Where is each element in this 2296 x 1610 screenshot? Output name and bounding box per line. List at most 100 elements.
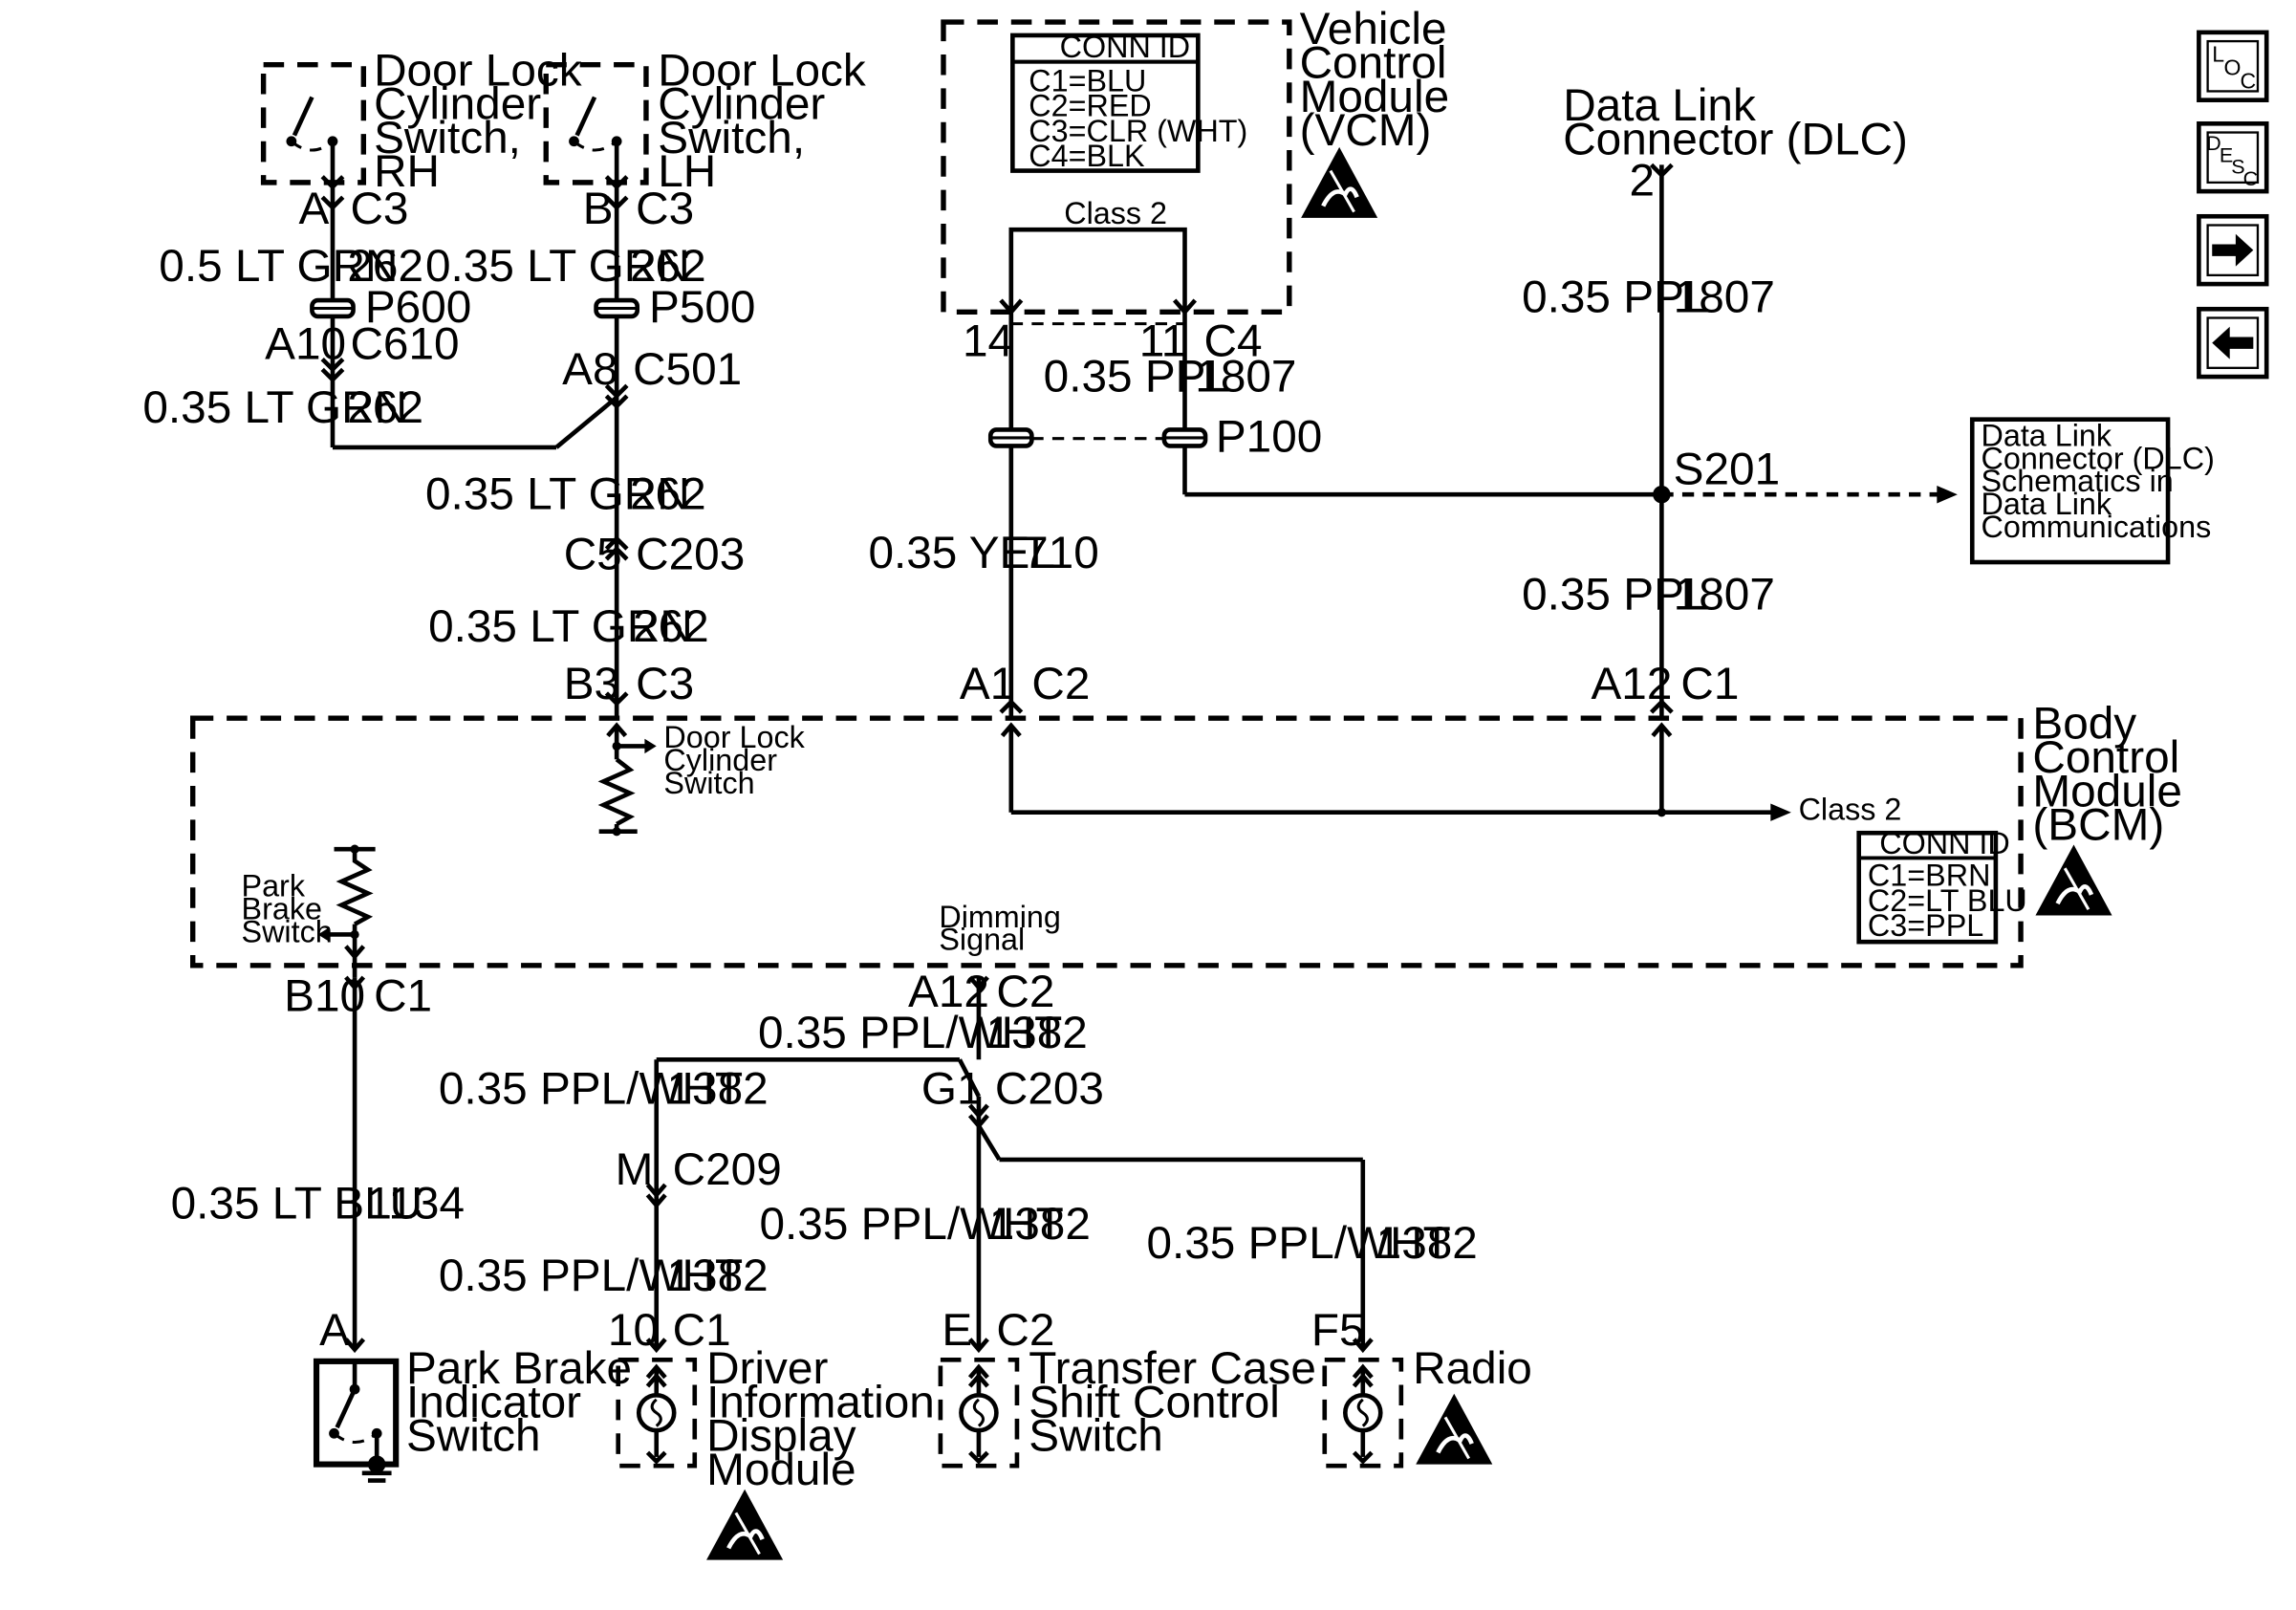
vcm-pin-11: 11 (1139, 316, 1187, 367)
next-page-button[interactable] (2197, 213, 2269, 287)
wire-circuit-dlc-bottom: 1807 (1674, 569, 1775, 620)
esd-icon-radio (1416, 1394, 1492, 1465)
vcm-conn-id-line-3: C3=CLR (WHT) (1029, 114, 1247, 148)
svg-text:D: D (2206, 131, 2221, 155)
pin-lh: B (583, 184, 614, 234)
loc-icon: L O C (2212, 42, 2256, 94)
conn-lh: C3 (636, 184, 694, 234)
esd-icon-dim (706, 1490, 783, 1560)
conn-dim-in: C1 (673, 1305, 731, 1356)
splice-p100: P100 (1216, 412, 1322, 463)
dlc-wire (1649, 163, 1958, 719)
vcm-wires (987, 312, 1662, 719)
conn-bcm-dlc: C1 (1680, 659, 1739, 709)
loc-button[interactable]: L O C (2197, 30, 2269, 102)
svg-text:C: C (2243, 166, 2259, 190)
park-brake-indicator-switch (313, 1358, 400, 1483)
wire-circuit-dim-branch: 1382 (667, 1063, 769, 1114)
bcm-conn-id-line-1: C1=BRN (1868, 859, 1990, 893)
pin-rh: A (299, 184, 330, 234)
wire-circuit-mid2: 262 (633, 601, 709, 652)
wire-color-vcm-ppl: 0.35 PPL (1044, 351, 1231, 402)
conn-m: C209 (673, 1144, 782, 1195)
splice-p600: P600 (365, 282, 471, 333)
svg-text:S: S (2231, 155, 2244, 179)
bcm-conn-id-line-3: C3=PPL (1868, 908, 1983, 943)
wire-circuit-dlc-top: 1807 (1674, 272, 1775, 322)
conn-c203-top: C203 (636, 530, 745, 580)
wire-color-dim-lower: 0.35 PPL/WHT (439, 1251, 743, 1301)
wire-color-dim-branch: 0.35 PPL/WHT (439, 1063, 743, 1114)
pin-park-ind: A (319, 1305, 350, 1356)
bcm-module (190, 715, 2024, 1060)
pin-g1: G1 (921, 1063, 983, 1114)
dim-module-symbol (616, 1358, 698, 1469)
wire-color-park: 0.35 LT BLU (171, 1179, 423, 1229)
wire-color-lh-top: 0.35 LT GRN (425, 241, 690, 292)
wire-circuit-yel: 710 (1023, 528, 1099, 578)
radio-symbol (1322, 1358, 1404, 1469)
pin-p600: A10 (265, 319, 346, 370)
conn-p600: C610 (350, 319, 459, 370)
prev-page-button[interactable] (2197, 306, 2269, 380)
vcm-conn-c4: C4 (1204, 316, 1263, 367)
pin-bcm-dlc: A12 (1591, 659, 1672, 709)
door-lock-switch-rh (260, 62, 367, 190)
bcm-class2-label: Class 2 (1799, 792, 1902, 826)
wire-circuit-tc: 1382 (989, 1199, 1091, 1250)
lh-wire (594, 186, 640, 719)
desc-icon: D E S C (2206, 131, 2258, 190)
esd-icon-vcm (1301, 147, 1377, 218)
wire-color-mid: 0.35 LT GRN (425, 469, 690, 520)
svg-text:L: L (2212, 42, 2224, 67)
pin-m: M (616, 1144, 654, 1195)
wire-circuit-vcm-ppl: 1807 (1195, 351, 1296, 402)
conn-bcm-door: C3 (636, 659, 694, 709)
pin-p500: A8 (562, 344, 617, 395)
vcm-conn-id-line-2: C2=RED (1029, 89, 1151, 123)
bcm-conn-id-line-2: C2=LT BLU (1868, 883, 2027, 918)
wire-circuit-rh-top: 262 (347, 241, 423, 292)
splice-s201: S201 (1674, 444, 1780, 494)
arrow-left-icon (2212, 326, 2254, 359)
rh-wire (310, 186, 618, 450)
lower-wires (344, 975, 1374, 1354)
svg-text:E: E (2220, 142, 2233, 166)
wire-color-mid2: 0.35 LT GRN (428, 601, 693, 652)
conn-park-out: C1 (374, 971, 432, 1022)
desc-button[interactable]: D E S C (2197, 120, 2269, 194)
radio-label: Radio (1413, 1343, 1532, 1394)
vcm-conn-id-line-4: C4=BLK (1029, 139, 1145, 173)
wire-circuit-lh-top: 262 (630, 241, 706, 292)
splice-p500: P500 (649, 282, 755, 333)
conn-bcm-class2: C2 (1031, 659, 1090, 709)
dlc-reference-box[interactable] (1969, 417, 2171, 565)
wire-circuit-mid: 262 (630, 469, 706, 520)
wire-circuit-radio: 1382 (1376, 1218, 1478, 1269)
pin-dim-out: A12 (908, 967, 989, 1017)
wire-circuit-rh-bottom: 262 (347, 382, 423, 433)
pin-radio: F5 (1311, 1305, 1365, 1356)
svg-text:C: C (2240, 68, 2256, 93)
wire-color-tc: 0.35 PPL/WHT (760, 1199, 1064, 1250)
dlc-pin-2: 2 (1629, 156, 1655, 207)
pin-dim-in: 10 (608, 1305, 659, 1356)
conn-tc: C2 (996, 1305, 1054, 1356)
wire-color-radio: 0.35 PPL/WHT (1146, 1218, 1450, 1269)
wire-circuit-bcm-out: 1382 (986, 1008, 1088, 1058)
vcm-conn-id-line-1: C1=BLU (1029, 63, 1146, 98)
esd-icon-bcm (2035, 845, 2112, 916)
wire-color-dlc-top: 0.35 PPL (1522, 272, 1709, 322)
pin-bcm-class2: A1 (960, 659, 1015, 709)
wire-color-dlc-bottom: 0.35 PPL (1522, 569, 1709, 620)
pin-tc: E (942, 1305, 972, 1356)
transfer-case-symbol (938, 1358, 1020, 1469)
